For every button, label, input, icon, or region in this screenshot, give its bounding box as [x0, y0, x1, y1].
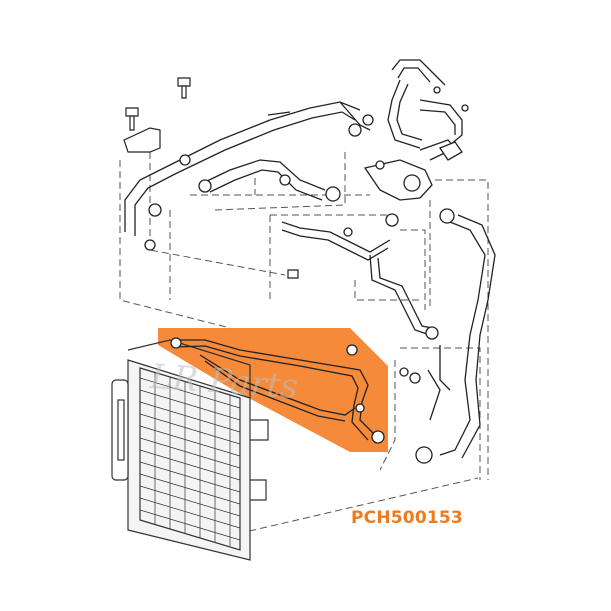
bolts-brackets — [123, 77, 299, 279]
top-right-pipes — [387, 59, 469, 161]
highlight-region — [158, 328, 388, 452]
highlighted-hose — [170, 337, 385, 444]
thermostat-housing — [363, 139, 457, 201]
upper-hose — [124, 101, 374, 251]
leader-lines — [119, 148, 489, 537]
middle-hose — [198, 159, 341, 202]
right-hose — [399, 208, 496, 464]
radiator — [111, 339, 269, 561]
part-number-label: PCH500153 — [351, 508, 463, 528]
lower-pipe — [281, 213, 439, 340]
